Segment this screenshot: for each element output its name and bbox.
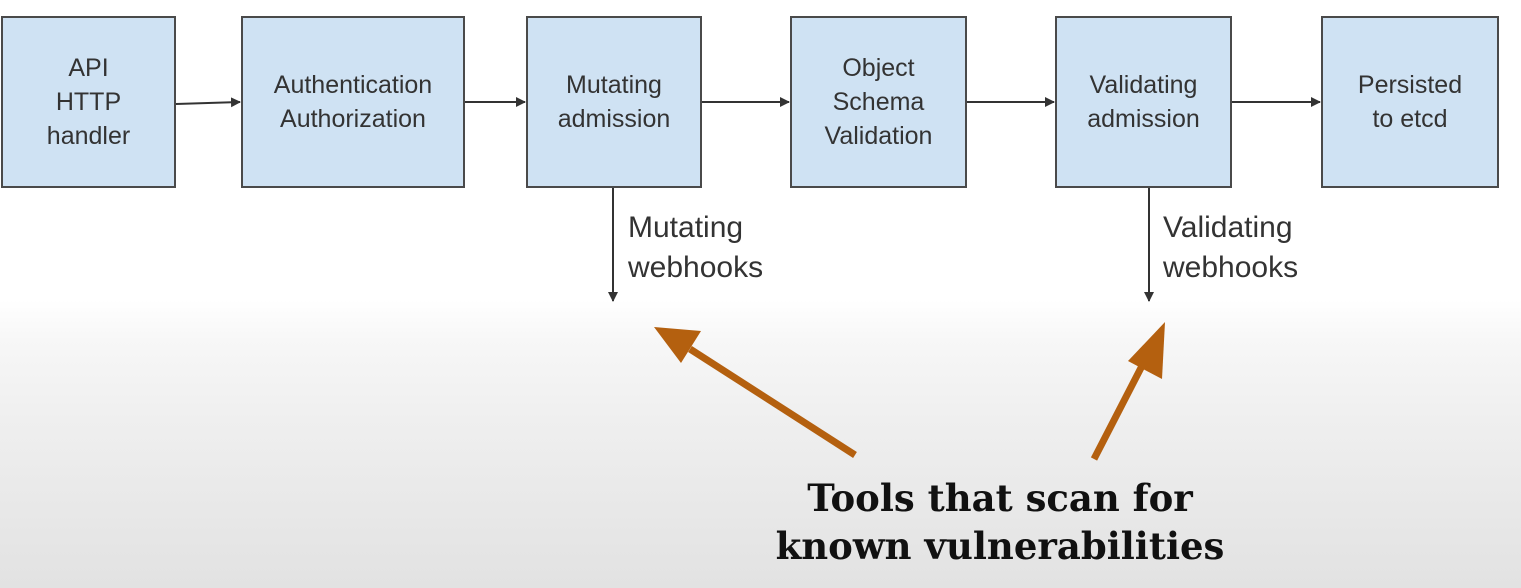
highlight-arrow-right [1090,322,1165,461]
stage-label: Object Schema Validation [824,54,933,150]
mutating-webhooks-label: Mutating webhooks [628,211,764,284]
stage-label: Validating admission [1087,71,1200,133]
flow-arrow-1 [175,97,241,108]
validating-webhooks-label: Validating webhooks [1163,211,1299,284]
stage-label: Mutating admission [557,71,671,133]
stage-box-api-http-handler: API HTTP handler [1,16,176,188]
stage-box-object-schema-validation: Object Schema Validation [790,16,967,188]
stage-box-persisted-to-etcd: Persisted to etcd [1321,16,1499,188]
stage-box-authentication-authorization: Authentication Authorization [241,16,465,188]
annotation-caption: Tools that scan for known vulnerabilitie… [775,476,1225,568]
highlight-arrow-left [654,327,857,458]
stage-box-mutating-admission: Mutating admission [526,16,702,188]
stage-label: API HTTP handler [46,54,131,150]
stage-box-validating-admission: Validating admission [1055,16,1232,188]
stage-label: Persisted to etcd [1357,71,1463,133]
stage-label: Authentication Authorization [273,71,433,133]
